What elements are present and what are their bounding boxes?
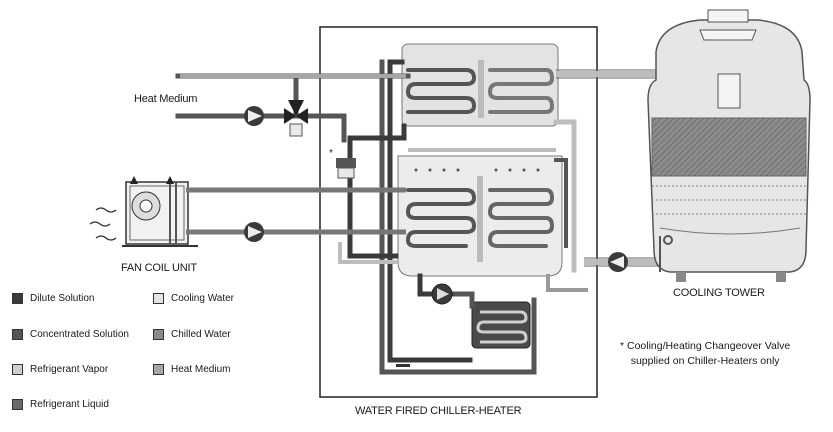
legend-label: Heat Medium (171, 364, 230, 375)
changeover-valve-base (338, 168, 354, 178)
legend-label: Refrigerant Vapor (30, 364, 108, 375)
legend-label: Dilute Solution (30, 293, 94, 304)
chilled-water-piping (186, 190, 406, 232)
legend-item-refrigerant-vapor: Refrigerant Vapor (12, 364, 108, 375)
legend-swatch (153, 329, 164, 340)
legend-item-dilute-solution: Dilute Solution (12, 293, 94, 304)
legend-label: Cooling Water (171, 293, 234, 304)
legend-label: Chilled Water (171, 329, 231, 340)
legend-item-cooling-water: Cooling Water (153, 293, 234, 304)
cooling-tower-label: COOLING TOWER (673, 287, 765, 299)
three-way-valve-actuator (290, 124, 302, 136)
legend-label: Concentrated Solution (30, 329, 129, 340)
changeover-valve-body (336, 158, 356, 168)
legend-swatch (12, 364, 23, 375)
legend-item-chilled-water: Chilled Water (153, 329, 231, 340)
legend-swatch (12, 329, 23, 340)
upper-shell-divider (478, 60, 484, 118)
legend-swatch (12, 293, 23, 304)
legend-swatch (12, 399, 23, 410)
heat-medium-line-upper-fill (180, 74, 406, 78)
note-line-2: supplied on Chiller-Heaters only (620, 354, 790, 369)
legend-item-refrigerant-liquid: Refrigerant Liquid (12, 399, 109, 410)
legend-label: Refrigerant Liquid (30, 399, 109, 410)
legend-item-heat-medium: Heat Medium (153, 364, 230, 375)
legend-swatch (153, 293, 164, 304)
legend-item-concentrated-solution: Concentrated Solution (12, 329, 129, 340)
valve-asterisk: * (329, 148, 333, 159)
fan-coil-unit-label: FAN COIL UNIT (121, 262, 197, 274)
chiller-heater-label: WATER FIRED CHILLER-HEATER (355, 405, 521, 417)
lower-shell-divider (477, 176, 483, 262)
heat-medium-label: Heat Medium (134, 93, 197, 105)
changeover-valve-note: * Cooling/Heating Changeover Valve suppl… (620, 339, 790, 369)
airflow-marks (90, 208, 116, 240)
note-line-1: * Cooling/Heating Changeover Valve (620, 339, 790, 354)
legend-swatch (153, 364, 164, 375)
small-marker (396, 364, 410, 367)
